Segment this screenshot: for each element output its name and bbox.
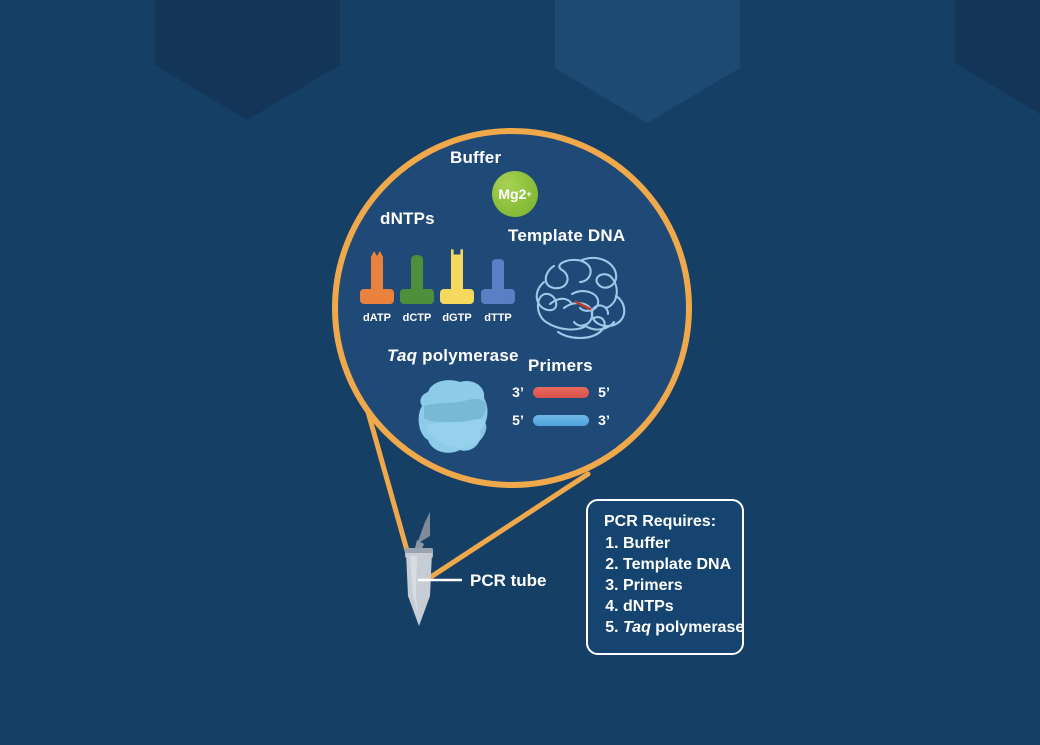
legend-item-buffer: Buffer	[623, 533, 728, 554]
dgtp-stem-icon	[451, 249, 463, 290]
dctp-stem-icon	[411, 255, 423, 293]
hexagon-dark-left	[155, 0, 340, 120]
legend-item-dntps: dNTPs	[623, 596, 728, 617]
legend-list: Buffer Template DNA Primers dNTPs Taq po…	[604, 533, 744, 639]
legend-item-template-dna-text: Template DNA	[623, 556, 732, 574]
template-dna-label: Template DNA	[508, 226, 626, 245]
pcr-tube-icon	[405, 512, 433, 626]
legend-item-template-dna: Template DNA	[623, 554, 732, 575]
legend-item-taq-polymerase: Taq polymerase	[623, 617, 744, 638]
legend-title: PCR Requires:	[604, 513, 717, 530]
primer-reverse-bar	[533, 414, 589, 426]
primer-forward-bar	[533, 386, 589, 398]
primer-strand-forward: 3’ 5’	[510, 384, 612, 400]
template-dna-coil-icon	[535, 256, 626, 340]
legend-item-dntps-text: dNTPs	[623, 598, 674, 616]
legend-item-taq-text: polymerase	[650, 619, 745, 637]
magnified-contents: Buffer Mg2+ dNTPs dATP dCTP	[332, 128, 692, 488]
taq-polymerase-label: Taq polymerase	[387, 346, 519, 366]
hexagon-dark-right	[955, 0, 1040, 114]
dgtp-name: dGTP	[442, 312, 472, 324]
legend-item-buffer-text: Buffer	[623, 535, 671, 552]
legend-item-primers: Primers	[623, 575, 728, 596]
dntp-group: dATP dCTP dGTP dTTP	[360, 246, 520, 326]
datp-name: dATP	[363, 312, 391, 324]
taq-polymerase-blob-icon	[418, 380, 488, 453]
datp-stem-icon	[371, 251, 383, 293]
magnesium-ion-charge: +	[526, 189, 532, 199]
hexagon-light-center	[555, 0, 740, 123]
dctp-name: dCTP	[402, 312, 432, 324]
pcr-tube-label: PCR tube	[470, 571, 547, 590]
primer-strand-reverse: 5’ 3’	[510, 412, 612, 428]
datp-base	[360, 289, 394, 304]
primer-reverse-left-end: 5’	[512, 412, 524, 428]
template-dna-target-region	[574, 300, 592, 311]
pcr-requirements-legend: PCR Requires: Buffer Template DNA Primer…	[586, 499, 744, 655]
primer-reverse-right-end: 3’	[598, 412, 610, 428]
magnesium-ion-label: Mg2	[498, 186, 527, 202]
dttp-name: dTTP	[484, 312, 512, 324]
primer-forward-right-end: 5’	[598, 384, 610, 400]
legend-item-taq-italic: Taq	[623, 619, 651, 637]
magnesium-ion-icon: Mg2+	[492, 171, 538, 217]
dttp-base	[481, 289, 515, 304]
polymerase-text: polymerase	[417, 346, 519, 365]
dttp-stem-icon	[492, 259, 504, 293]
dctp-base	[400, 289, 434, 304]
dgtp-base	[440, 289, 474, 304]
taq-italic: Taq	[387, 346, 418, 365]
dntps-label: dNTPs	[380, 209, 435, 228]
legend-item-primers-text: Primers	[623, 577, 683, 595]
primers-label: Primers	[528, 356, 593, 375]
buffer-label: Buffer	[450, 148, 502, 167]
primer-forward-left-end: 3’	[512, 384, 524, 400]
magnifier-cone-line-right	[414, 471, 591, 589]
